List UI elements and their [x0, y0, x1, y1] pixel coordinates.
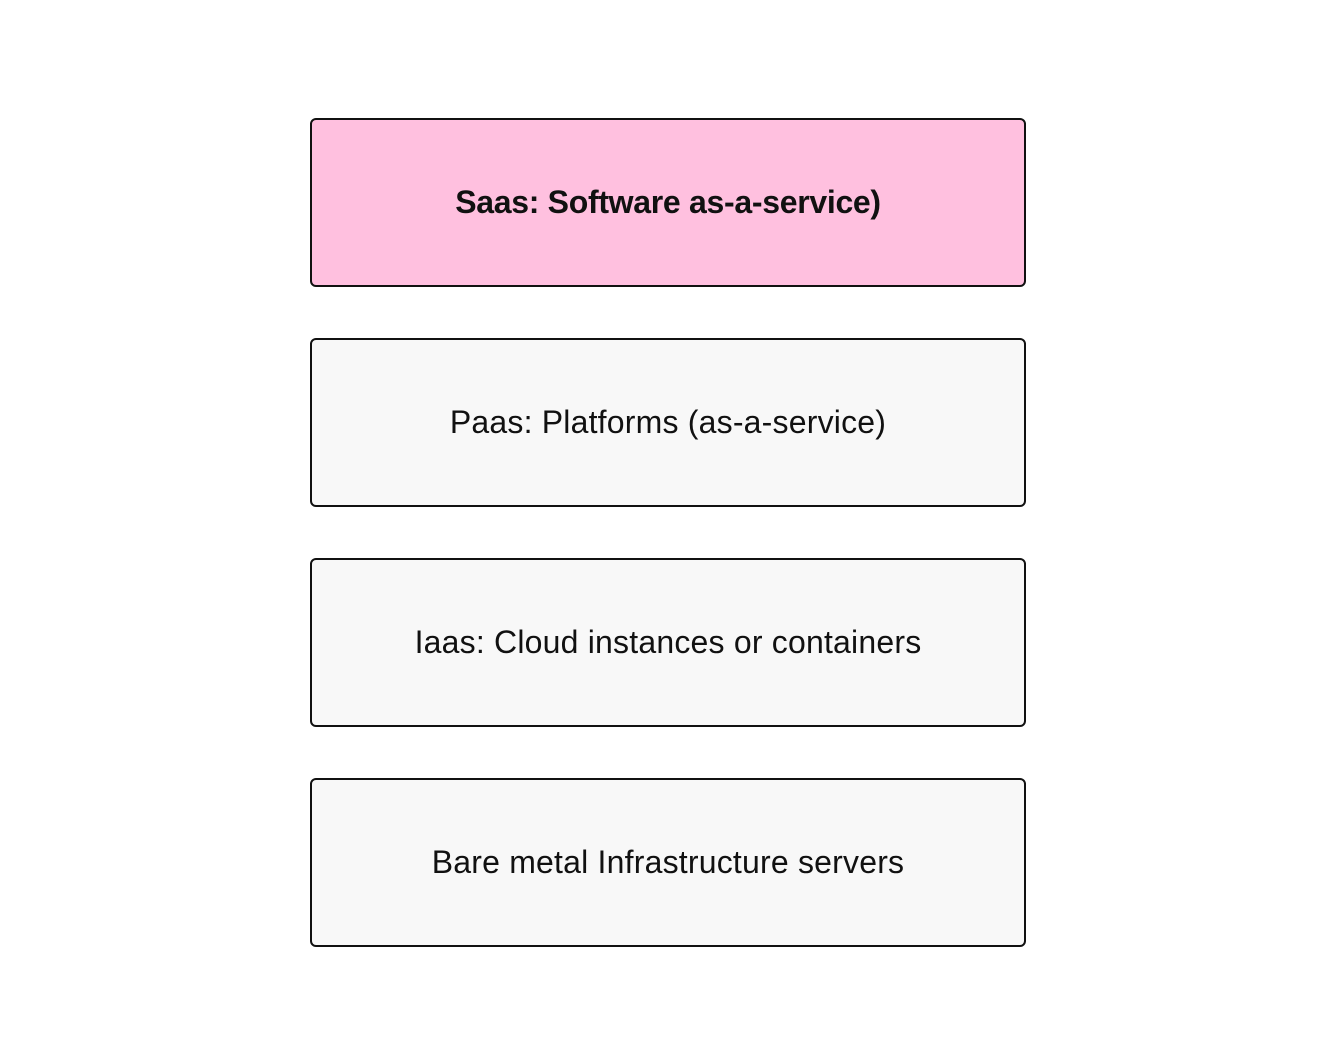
layer-box-saas: Saas: Software as-a-service) [310, 118, 1026, 287]
layer-label-iaas: Iaas: Cloud instances or containers [414, 624, 922, 660]
layer-label-bare-metal: Bare metal Infrastructure servers [431, 844, 905, 880]
layer-label-saas: Saas: Software as-a-service) [455, 184, 881, 220]
layer-box-paas: Paas: Platforms (as-a-service) [310, 338, 1026, 507]
layer-stack: Saas: Software as-a-service) Paas: Platf… [310, 118, 1026, 947]
layer-box-iaas: Iaas: Cloud instances or containers [310, 558, 1026, 727]
layer-label-paas: Paas: Platforms (as-a-service) [449, 404, 887, 440]
layer-box-bare-metal: Bare metal Infrastructure servers [310, 778, 1026, 947]
